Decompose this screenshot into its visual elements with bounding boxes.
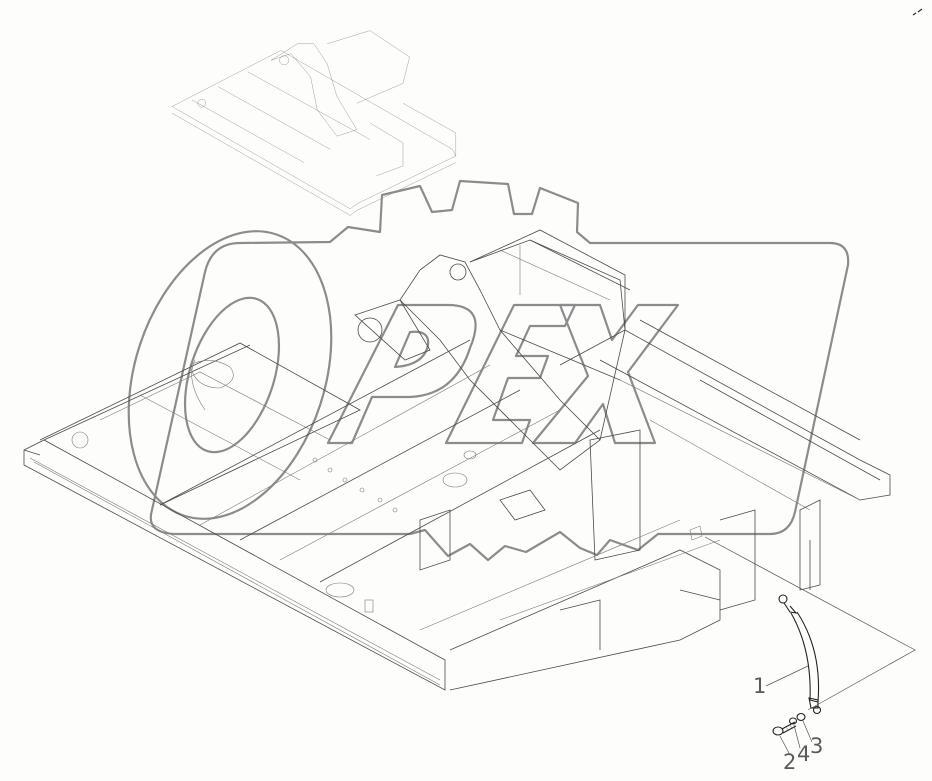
opex-watermark — [127, 179, 850, 562]
bolt-part-2[interactable] — [772, 721, 797, 736]
corner-mark-icon — [912, 8, 923, 16]
callout-2[interactable]: 2 — [783, 750, 797, 774]
washer-part-3[interactable] — [796, 712, 806, 722]
callout-3[interactable]: 3 — [810, 734, 824, 758]
ground-cable-part-1[interactable] — [778, 594, 822, 715]
main-frame-drawing — [23, 229, 891, 691]
overview-thumbnail — [171, 30, 456, 216]
callout-4[interactable]: 4 — [797, 742, 811, 766]
ground-cable-assembly — [704, 536, 916, 756]
callout-1[interactable]: 1 — [753, 674, 767, 698]
lock-washer-part-4[interactable] — [788, 717, 798, 725]
